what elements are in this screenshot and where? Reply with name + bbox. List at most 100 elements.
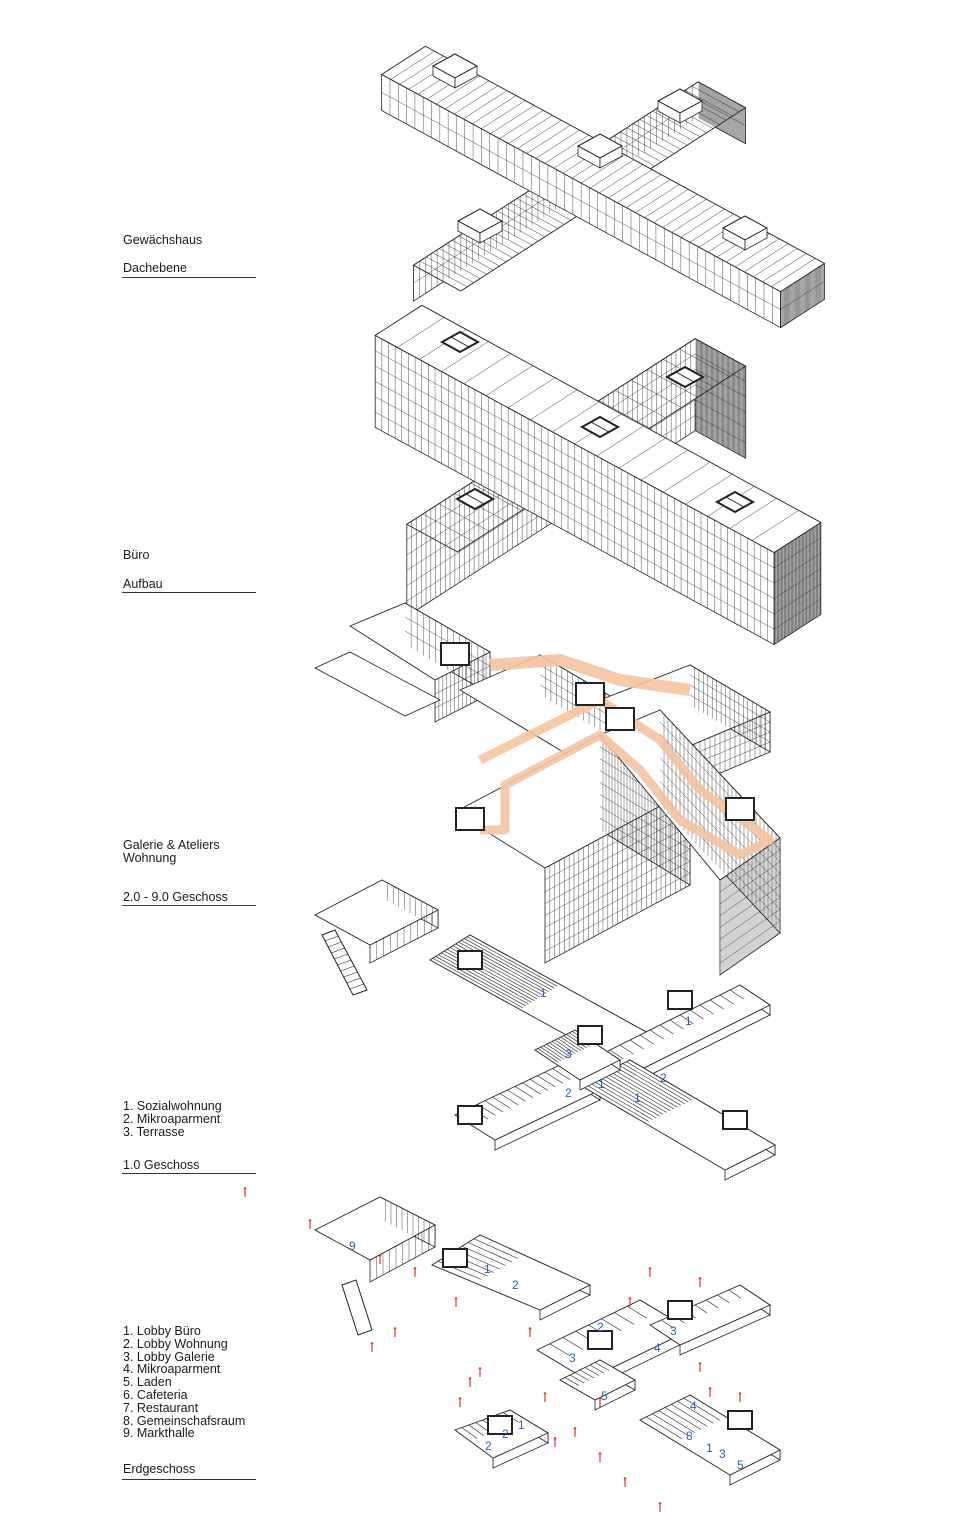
roof-rib xyxy=(535,129,580,159)
room-partition xyxy=(604,1072,671,1112)
external-stair xyxy=(341,1279,373,1336)
room-partition xyxy=(706,1299,719,1309)
room-partition xyxy=(626,1305,648,1319)
legend-item: 3. Terrasse xyxy=(123,1124,185,1139)
room-partition xyxy=(552,1068,571,1081)
roof-rib xyxy=(626,127,675,154)
greenhouse-wall xyxy=(679,100,703,124)
stair-tread xyxy=(343,971,358,978)
roof-rib xyxy=(620,131,668,158)
person-marker xyxy=(573,1427,577,1430)
office-title: Büro xyxy=(123,548,150,562)
roof-rib xyxy=(481,100,526,129)
floor-line xyxy=(659,769,781,898)
room-partition xyxy=(679,1014,694,1025)
floor-line xyxy=(599,806,691,862)
roof-rib xyxy=(463,90,508,120)
room-number: 1 xyxy=(685,1014,692,1028)
stair-core xyxy=(457,1105,483,1125)
floor-line xyxy=(719,920,781,964)
roof-rib xyxy=(452,240,500,267)
core-wall xyxy=(590,421,610,433)
floor-line xyxy=(381,92,781,310)
floor-line xyxy=(659,757,781,886)
stair-core xyxy=(587,1330,613,1350)
roof-rib xyxy=(598,400,650,429)
roof-rib xyxy=(454,85,499,115)
stair-core xyxy=(722,1110,748,1130)
greenhouse-wall xyxy=(479,220,503,244)
roof-rib xyxy=(472,95,517,124)
roof-rib xyxy=(671,203,716,233)
floor-line xyxy=(719,849,781,893)
stair-tread xyxy=(321,929,336,936)
roof-rib xyxy=(463,353,511,384)
person-marker xyxy=(393,1327,397,1330)
room-partition xyxy=(717,1294,730,1304)
person-marker xyxy=(413,1267,417,1270)
stair-core xyxy=(457,950,483,970)
floor-line xyxy=(599,817,691,874)
office-divider xyxy=(122,592,256,593)
roof-rib xyxy=(470,482,522,511)
room-partition xyxy=(484,1100,504,1113)
room-partition xyxy=(438,954,529,1005)
room-partition xyxy=(569,1374,585,1384)
roof-face xyxy=(534,1029,621,1081)
person-marker xyxy=(553,1437,557,1440)
room-partition xyxy=(562,1337,583,1350)
roof-face xyxy=(649,1284,771,1346)
room-partition xyxy=(646,1416,683,1440)
upper-divider xyxy=(122,905,256,906)
room-partition xyxy=(615,1066,682,1106)
roof-rib xyxy=(552,401,600,433)
room-partition xyxy=(619,1044,634,1055)
room-partition xyxy=(537,1075,556,1088)
room-partition xyxy=(586,1081,653,1120)
floor-line xyxy=(404,616,491,667)
room-partition xyxy=(499,1093,519,1106)
roof-rib xyxy=(399,55,444,85)
person-marker xyxy=(370,1342,374,1345)
room-partition xyxy=(652,1413,689,1437)
room-partition xyxy=(549,1343,571,1357)
room-partition xyxy=(619,1065,685,1104)
roof-rib xyxy=(510,202,558,229)
roof-rib xyxy=(458,235,507,263)
room-partition xyxy=(664,1407,702,1430)
room-partition xyxy=(529,1079,549,1091)
roof-title: Gewächshaus xyxy=(123,233,203,247)
person-marker xyxy=(598,1452,602,1455)
room-partition xyxy=(601,1318,622,1332)
roof-rib xyxy=(390,50,435,80)
room-number: 3 xyxy=(670,1324,677,1338)
roof-rib xyxy=(680,208,725,238)
roof-rib xyxy=(647,369,698,398)
stair-core xyxy=(725,797,755,821)
room-partition xyxy=(554,1039,576,1054)
legend-item: 8. Gemeinschafsraum xyxy=(123,1413,246,1428)
stair-core xyxy=(487,1415,513,1435)
person-marker xyxy=(378,1254,382,1257)
floor-line xyxy=(719,897,781,940)
room-number: 1 xyxy=(598,1077,605,1091)
room-partition xyxy=(468,1424,485,1436)
floor-line xyxy=(774,552,821,584)
floor-line xyxy=(689,694,771,743)
floor-line xyxy=(544,861,691,940)
legend-item: 2. Mikroaparment xyxy=(123,1111,221,1126)
roof-rib xyxy=(544,134,589,164)
room-partition xyxy=(432,957,524,1008)
room-partition xyxy=(507,1089,526,1102)
room-partition xyxy=(699,1004,714,1015)
floor-line xyxy=(719,873,781,916)
room-number: 2 xyxy=(502,1427,509,1441)
room-partition xyxy=(461,1427,478,1439)
room-partition xyxy=(709,999,724,1010)
legend-item: 3. Lobby Galerie xyxy=(123,1349,215,1364)
floor-line xyxy=(599,782,691,838)
person-marker xyxy=(458,1397,462,1400)
roof-rib xyxy=(685,474,733,505)
greenhouse-wall xyxy=(599,145,623,169)
